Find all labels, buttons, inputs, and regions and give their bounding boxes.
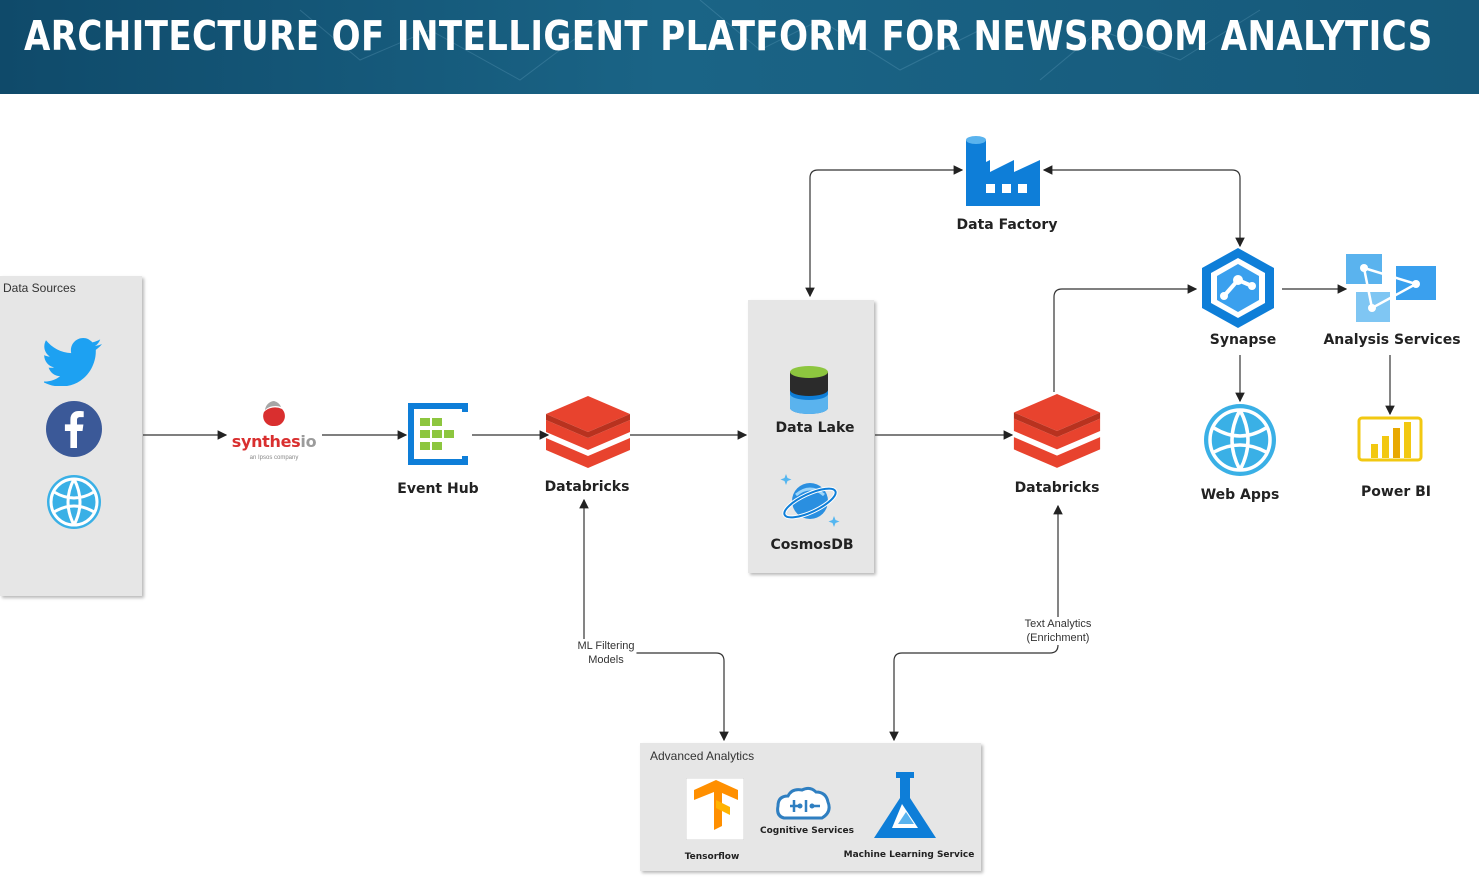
databricks-icon: [546, 396, 630, 468]
ml-filtering-line2: Models: [588, 654, 624, 666]
analysis-services-icon: [1346, 254, 1436, 322]
synthesio-name-b: io: [300, 432, 317, 451]
data-factory-icon: [966, 136, 1040, 206]
power-bi-icon: [1357, 416, 1423, 462]
tensorflow-icon: [686, 778, 744, 840]
synthesio-mark-icon: [263, 401, 285, 427]
cognitive-services-icon: [776, 786, 831, 820]
data-lake-label: Data Lake: [775, 420, 855, 436]
edge-databricks2-synapse: [1053, 284, 1198, 392]
storage-panel: [748, 300, 874, 573]
facebook-icon: [46, 401, 102, 457]
text-analytics-annotation: Text Analytics (Enrichment): [1022, 617, 1094, 645]
web-globe-icon: [47, 475, 101, 529]
page-title: ARCHITECTURE OF INTELLIGENT PLATFORM FOR…: [24, 12, 1433, 60]
synapse-label: Synapse: [1209, 332, 1277, 348]
synthesio-wordmark: synthesio: [228, 432, 320, 451]
data-sources-label: Data Sources: [3, 281, 76, 295]
edge-ml-databricks: [579, 498, 729, 742]
advanced-analytics-label: Advanced Analytics: [650, 749, 755, 763]
cosmosdb-label: CosmosDB: [770, 537, 854, 553]
machine-learning-icon: [874, 772, 936, 838]
data-factory-label: Data Factory: [956, 217, 1058, 233]
text-analytics-line1: Text Analytics: [1024, 618, 1092, 630]
cognitive-services-label: Cognitive Services: [760, 826, 854, 836]
text-analytics-line2: (Enrichment): [1026, 632, 1090, 644]
twitter-icon: [44, 338, 102, 386]
databricks-1-label: Databricks: [544, 479, 630, 495]
web-apps-label: Web Apps: [1200, 487, 1280, 503]
synapse-icon: [1202, 248, 1274, 328]
header-banner: ARCHITECTURE OF INTELLIGENT PLATFORM FOR…: [0, 0, 1479, 94]
ml-filtering-line1: ML Filtering: [577, 640, 635, 652]
synthesio-logo: synthesio an Ipsos company: [228, 397, 320, 469]
edge-datalake-datafactory: [805, 165, 964, 298]
cosmosdb-icon: [780, 474, 840, 527]
tensorflow-label: Tensorflow: [684, 852, 740, 862]
ml-filtering-annotation: ML Filtering Models: [575, 639, 637, 667]
synthesio-tagline: an Ipsos company: [249, 455, 299, 461]
data-lake-icon: [790, 366, 828, 414]
header-network-pattern: [299, 0, 1261, 81]
machine-learning-label: Machine Learning Service: [843, 850, 975, 860]
web-apps-icon: [1204, 404, 1276, 476]
edge-datafactory-synapse: [1042, 165, 1245, 248]
event-hub-icon: [408, 403, 468, 465]
databricks-2-label: Databricks: [1014, 480, 1100, 496]
analysis-services-label: Analysis Services: [1323, 332, 1461, 348]
power-bi-label: Power BI: [1361, 484, 1431, 500]
databricks-2-icon: [1013, 394, 1101, 468]
edge-text-analytics-databricks2: [889, 504, 1063, 742]
event-hub-label: Event Hub: [397, 481, 479, 497]
synthesio-name-a: synthes: [231, 432, 301, 451]
